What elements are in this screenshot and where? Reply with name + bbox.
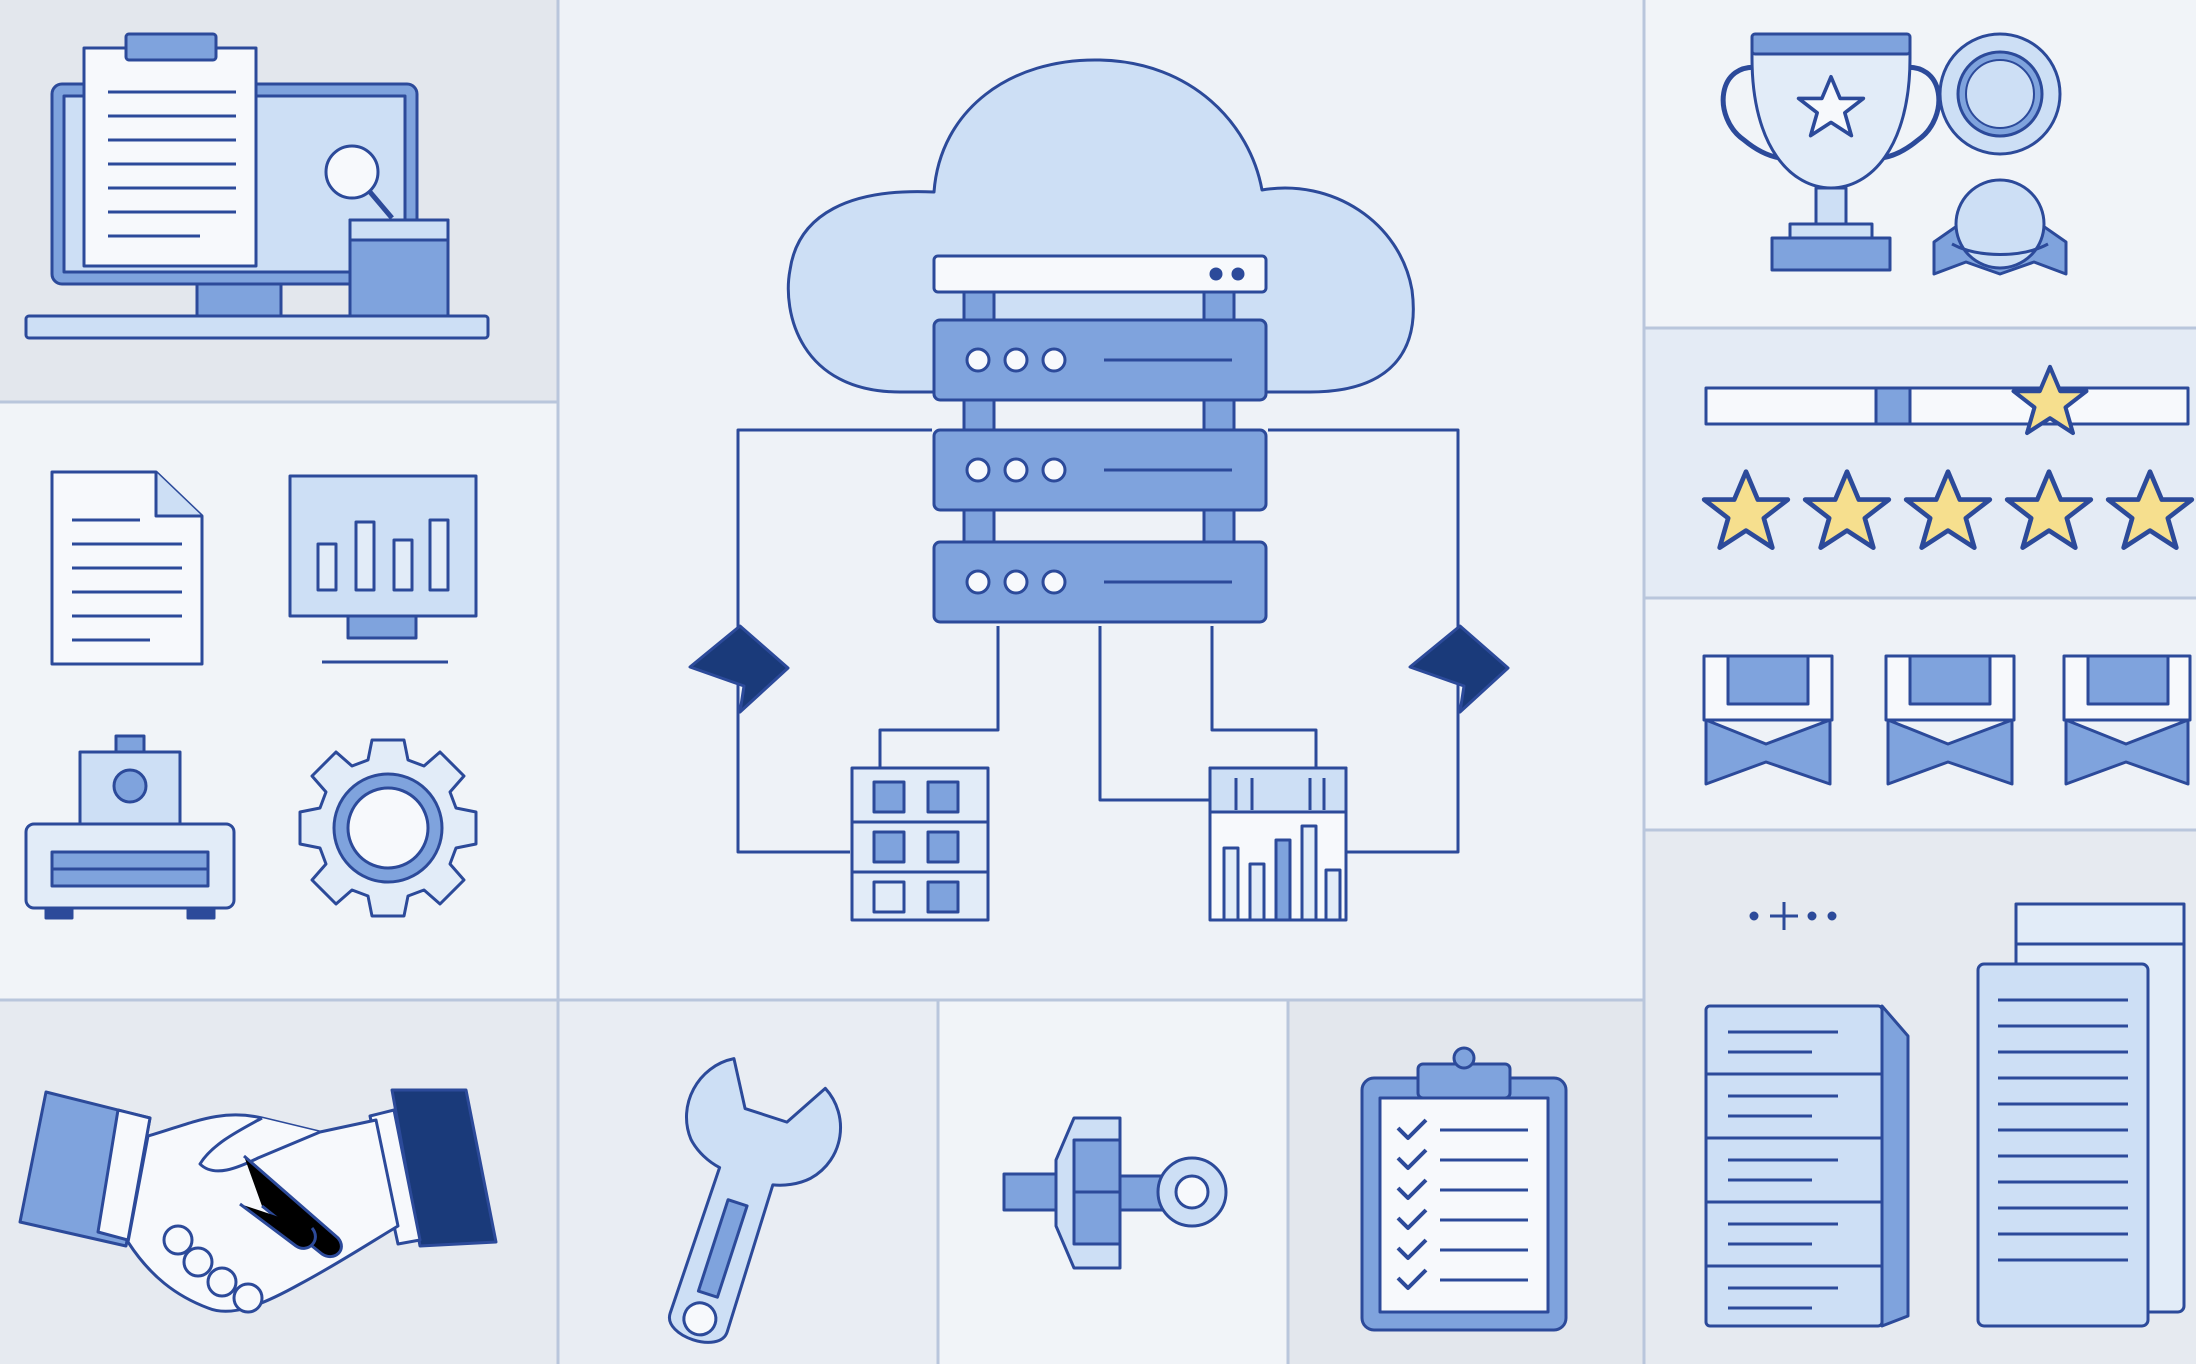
gear-icon (298, 738, 478, 918)
cup-icon (348, 218, 450, 318)
rating-slider-icon (1704, 367, 2190, 433)
server-rack-icon (932, 254, 1268, 624)
grid-table-icon (850, 766, 990, 922)
ribbon-badge-icon (2062, 654, 2192, 786)
checklist-rows (1396, 1118, 1528, 1290)
checklist-row (1396, 1208, 1528, 1230)
clipboard-document-icon (82, 32, 258, 268)
ribbon-badge-icon (1702, 654, 1834, 786)
ribbon-badge-icon (1884, 654, 2016, 786)
printer-icon (24, 734, 236, 920)
checklist-row (1396, 1238, 1528, 1260)
arrow-left-icon (688, 624, 790, 714)
medal-icon (1938, 32, 2062, 156)
checklist-row (1396, 1268, 1528, 1290)
document-stack-icon (1704, 1004, 1910, 1328)
document-tall-icon (1976, 902, 2186, 1328)
checklist-row (1396, 1178, 1528, 1200)
ribbon-medal-icon (1932, 178, 2068, 276)
cloud-icon (786, 58, 1415, 394)
key-icon (1002, 1116, 1228, 1270)
bar-chart-monitor-icon (288, 474, 478, 664)
bar-chart-panel-icon (1208, 766, 1348, 922)
arrow-right-icon (1408, 624, 1510, 714)
panel-wrench (668, 1057, 842, 1344)
panel-cloud-server (688, 58, 1510, 922)
panel-rating-slider (1704, 367, 2192, 548)
panel-key (1002, 1116, 1228, 1270)
panel-trophy-medals (1720, 32, 2068, 276)
panel-monitor-document (24, 32, 490, 340)
handshake-icon (18, 1088, 498, 1314)
checklist-row (1396, 1148, 1528, 1170)
panel-handshake (18, 1088, 498, 1314)
checklist-clipboard-icon (1360, 1046, 1568, 1332)
trophy-icon (1720, 32, 1942, 272)
panel-ribbons (1702, 654, 2192, 786)
document-icon (50, 470, 204, 666)
document-stack-lines (1706, 1030, 1882, 1310)
document-tall-lines (1998, 998, 2128, 1262)
panel-checklist (1360, 1046, 1568, 1332)
magnifier-icon (324, 144, 394, 220)
wrench-icon (668, 1057, 842, 1344)
panel-office-icons (24, 470, 478, 920)
sparkle-icon (1749, 902, 1837, 930)
checklist-row (1396, 1118, 1528, 1140)
panel-documents-stack (1704, 902, 2186, 1328)
